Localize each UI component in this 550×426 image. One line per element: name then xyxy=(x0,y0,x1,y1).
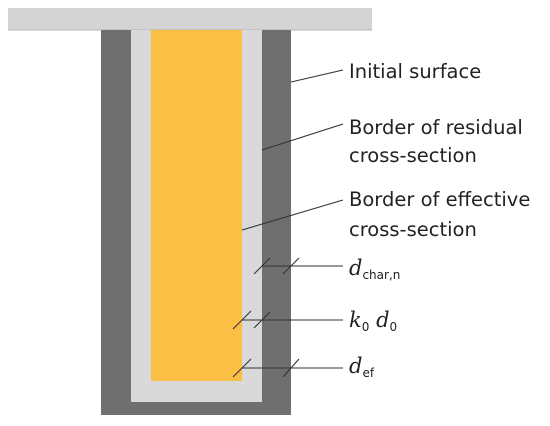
label-effective-line1: Border of effective xyxy=(349,188,531,211)
symbol-def-base: d xyxy=(349,354,363,378)
symbol-d0-sub: 0 xyxy=(389,320,398,334)
tick-k0d0-1 xyxy=(232,310,252,330)
tick-dchar-1 xyxy=(253,257,271,275)
label-initial-surface: Initial surface xyxy=(349,60,482,83)
tick-dchar-2 xyxy=(282,257,300,275)
leader-initial-surface xyxy=(290,69,344,83)
label-effective-line2: cross-section xyxy=(349,218,477,241)
tick-def-1 xyxy=(232,358,252,378)
symbol-dchar: dchar,n xyxy=(349,256,400,287)
tick-def-2 xyxy=(282,358,300,378)
tick-k0d0-2 xyxy=(253,311,271,329)
leader-effective-border xyxy=(241,199,344,231)
symbol-d0-base: d xyxy=(376,308,390,332)
label-residual-line2: cross-section xyxy=(349,144,477,167)
symbol-k-base: k xyxy=(349,308,362,332)
label-residual-line1: Border of residual xyxy=(349,116,523,139)
leader-residual-border xyxy=(261,123,344,151)
symbol-dchar-base: d xyxy=(349,256,363,280)
symbol-dchar-sub: char,n xyxy=(362,268,401,282)
top-slab xyxy=(8,8,372,30)
symbol-k0d0: k0 d0 xyxy=(349,308,397,339)
symbol-def-sub: ef xyxy=(362,366,375,380)
symbol-k-sub: 0 xyxy=(361,320,370,334)
symbol-def: def xyxy=(349,354,374,385)
effective-section xyxy=(151,30,242,381)
